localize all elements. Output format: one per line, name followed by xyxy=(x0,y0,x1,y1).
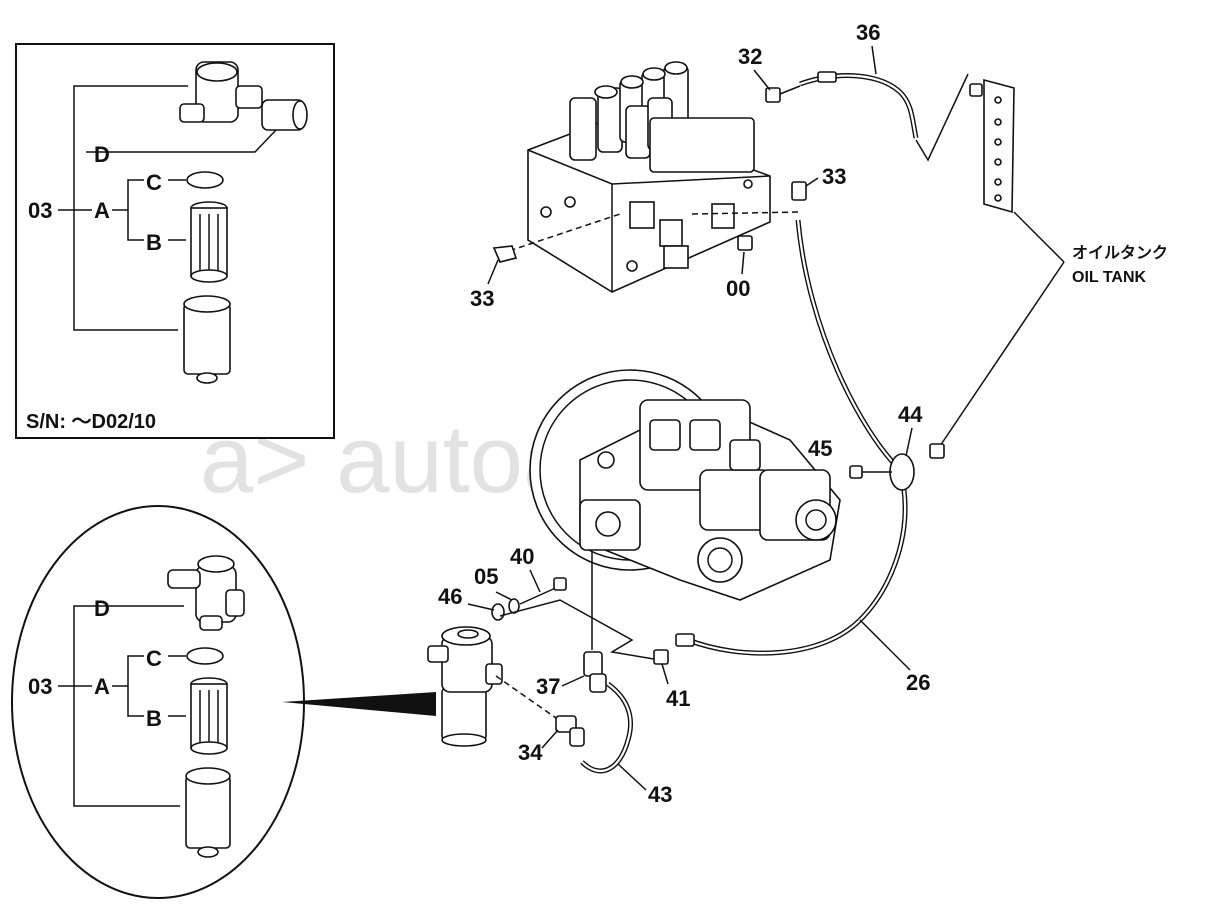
callout-pointer xyxy=(282,692,436,716)
inset-top-label-c: C xyxy=(146,170,162,195)
inset-box-top: D C A B 03 S/N: ～D02/10 xyxy=(15,43,335,439)
inset-bottom-label-b: B xyxy=(146,706,162,731)
oil-tank-label-en: OIL TANK xyxy=(1072,269,1147,286)
oil-tank-plate xyxy=(939,78,1065,447)
filter-head-bottom xyxy=(167,555,245,631)
hose-36 xyxy=(799,71,969,162)
label-26: 26 xyxy=(906,670,930,695)
control-valve xyxy=(499,61,801,293)
inset-bottom-label-d: D xyxy=(94,596,110,621)
inset-bottom-code: 03 xyxy=(28,674,52,699)
label-05: 05 xyxy=(474,564,498,589)
filter-element-b-top xyxy=(190,201,228,283)
filter-case-bottom xyxy=(185,767,231,858)
label-44: 44 xyxy=(898,402,923,427)
filter-element-b-bottom xyxy=(190,677,228,755)
o-ring-c-bottom xyxy=(186,647,224,665)
label-46: 46 xyxy=(438,584,462,609)
inset-top-label-a: A xyxy=(94,198,110,223)
inset-ellipse-bottom: D C A B 03 xyxy=(11,505,436,899)
serial-number: S/N: ～D02/10 xyxy=(26,411,156,433)
elbow-33-right xyxy=(791,181,807,201)
inset-top-label-d: D xyxy=(94,142,110,167)
label-34: 34 xyxy=(518,740,543,765)
inset-top-label-b: B xyxy=(146,230,162,255)
line-filter xyxy=(427,626,557,747)
label-45: 45 xyxy=(808,436,832,461)
pump-assembly xyxy=(529,369,841,650)
elbow-37 xyxy=(583,651,607,693)
bolt-40 xyxy=(519,577,567,605)
washer-46 xyxy=(491,603,505,621)
adapter-41 xyxy=(653,649,669,665)
inset-bottom-label-a: A xyxy=(94,674,110,699)
plug-00 xyxy=(737,235,753,251)
inset-top-code: 03 xyxy=(28,198,52,223)
hose-43 xyxy=(580,681,633,774)
label-43: 43 xyxy=(648,782,672,807)
label-00: 00 xyxy=(726,276,750,301)
label-40: 40 xyxy=(510,544,534,569)
label-33-left: 33 xyxy=(470,286,494,311)
filter-case-top xyxy=(183,295,231,384)
hose-vertical xyxy=(795,219,902,472)
label-36: 36 xyxy=(856,20,880,45)
hose-26 xyxy=(675,489,908,656)
elbow-34 xyxy=(555,715,585,747)
label-41: 41 xyxy=(666,686,690,711)
label-37: 37 xyxy=(536,674,560,699)
label-33-right: 33 xyxy=(822,164,846,189)
bolt-45 xyxy=(849,465,892,479)
filter-head-top xyxy=(179,61,308,131)
oil-tank-label-jp: オイルタンク xyxy=(1072,244,1168,262)
label-32: 32 xyxy=(738,44,762,69)
fitting-33-left xyxy=(492,245,518,263)
inset-bottom-label-c: C xyxy=(146,646,162,671)
elbow-32 xyxy=(765,85,801,103)
o-ring-c-top xyxy=(186,171,224,189)
clamp-44 xyxy=(889,443,945,491)
